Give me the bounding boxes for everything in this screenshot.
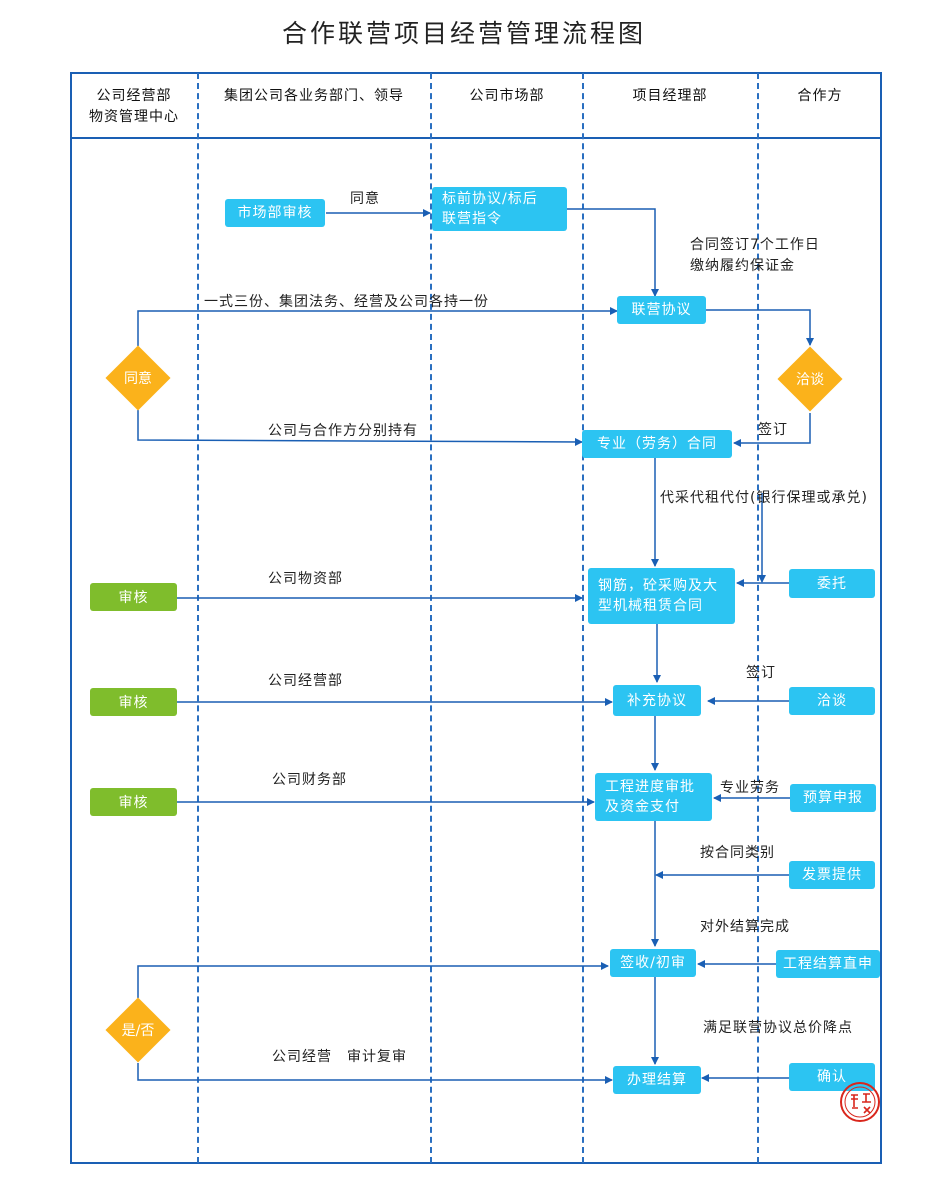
edge-label: 签订 [746, 665, 776, 681]
node-bid-agreement: 标前协议/标后联营指令 [432, 187, 567, 231]
swimlane-frame [70, 72, 882, 1164]
node-steel-contract: 钢筋，砼采购及大型机械租赁合同 [588, 568, 735, 624]
decision-label: 是/否 [121, 1023, 155, 1039]
edge-label: 按合同类别 [700, 845, 775, 861]
node-market-review: 市场部审核 [225, 199, 325, 227]
edge-label: 公司与合作方分别持有 [268, 423, 418, 439]
lane-header-text: 集团公司各业务部门、领导 [224, 88, 404, 104]
lane-header-market: 公司市场部 [432, 86, 582, 107]
node-review-operation: 审核 [90, 688, 177, 716]
node-labor-contract: 专业（劳务）合同 [582, 430, 732, 458]
edge-label: 代采代租代付(银行保理或承兑) [660, 490, 868, 506]
node-acceptance: 签收/初审 [610, 949, 696, 977]
decision-label: 同意 [124, 371, 152, 387]
lane-header-text: 公司市场部 [469, 88, 545, 104]
edge-label: 对外结算完成 [700, 919, 790, 935]
node-progress-payment: 工程进度审批及资金支付 [595, 773, 712, 821]
page-title: 合作联营项目经营管理流程图 [281, 19, 646, 48]
decision-negotiate: 洽谈 [777, 346, 843, 412]
decision-label: 洽谈 [796, 372, 824, 388]
decision-agree: 同意 [105, 345, 171, 411]
decision-yes-no: 是/否 [105, 997, 171, 1063]
lane-divider [430, 73, 432, 1163]
edge-label: 专业劳务 [720, 780, 780, 796]
node-settlement-report: 工程结算直申 [776, 950, 880, 978]
lane-header-partner: 合作方 [759, 86, 881, 107]
edge-label: 公司物资部 [268, 571, 343, 587]
node-settle: 办理结算 [613, 1066, 701, 1094]
edge-label: 合同签订7个工作日缴纳履约保证金 [690, 237, 820, 274]
node-joint-agreement: 联营协议 [617, 296, 706, 324]
lane-divider [757, 73, 759, 1163]
node-budget-report: 预算申报 [790, 784, 876, 812]
node-invoice: 发票提供 [789, 861, 875, 889]
node-entrust: 委托 [789, 569, 875, 598]
edge-label: 满足联营协议总价降点 [703, 1020, 853, 1036]
seal-stamp-icon [840, 1082, 880, 1122]
node-review-finance: 审核 [90, 788, 177, 816]
edge-label: 公司经营 审计复审 [272, 1049, 407, 1065]
lane-header-text: 合作方 [797, 88, 843, 104]
node-review-material: 审核 [90, 583, 177, 611]
lane-header-project: 项目经理部 [584, 86, 756, 107]
node-negotiate-2: 洽谈 [789, 687, 875, 715]
lane-header-operation: 公司经营部物资管理中心 [72, 86, 196, 128]
header-divider [70, 137, 882, 139]
edge-label: 公司财务部 [272, 772, 347, 788]
lane-divider [197, 73, 199, 1163]
edge-label: 公司经营部 [268, 673, 343, 689]
lane-header-text: 项目经理部 [632, 88, 708, 104]
edge-label: 一式三份、集团法务、经营及公司各持一份 [204, 294, 489, 310]
lane-header-group: 集团公司各业务部门、领导 [199, 86, 429, 107]
lane-divider [582, 73, 584, 1163]
edge-label: 同意 [350, 191, 380, 207]
node-confirm: 确认 [789, 1063, 875, 1091]
node-supplement: 补充协议 [613, 685, 701, 716]
edge-label: 签订 [758, 422, 788, 438]
lane-header-text: 公司经营部物资管理中心 [89, 88, 179, 125]
